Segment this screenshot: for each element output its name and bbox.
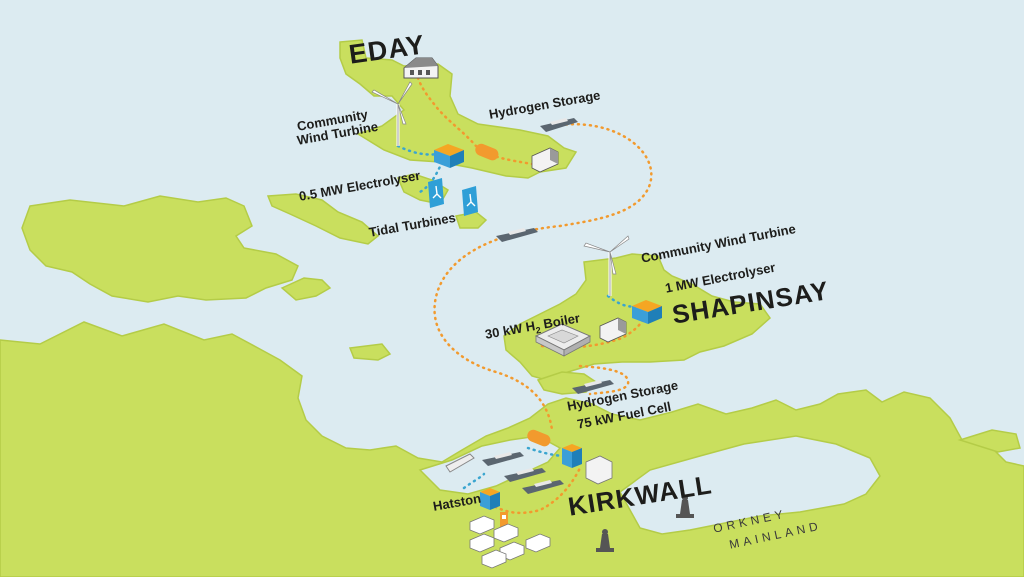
electrolyser-icon-2 (632, 300, 662, 324)
ferry-icon (540, 118, 578, 132)
lighthouse-icon (676, 495, 694, 518)
route-eday-inland (414, 70, 534, 166)
ferry-icon-6 (522, 480, 564, 494)
house-icon (403, 57, 439, 79)
route-kirkwall-hatston (488, 466, 582, 515)
islet-center (348, 343, 392, 361)
eastern-islet (957, 429, 1021, 453)
hatston-pier (445, 453, 475, 473)
cable-hatston (462, 472, 486, 490)
van-icon (469, 515, 551, 569)
ferry-icon-3 (572, 380, 614, 394)
lighthouse-icon-2 (596, 529, 614, 552)
ferry-icon-2 (496, 228, 538, 242)
cable-shapinsay-turbine (606, 294, 638, 308)
route-shapinsay-ferry (578, 364, 630, 396)
cable-electrolyser-tidal (418, 160, 444, 194)
west-islet-small (280, 277, 332, 301)
west-island-large (21, 195, 299, 303)
ferry-icon-4 (482, 452, 524, 466)
boiler-building-icon (534, 323, 592, 357)
islet-west-1 (266, 193, 380, 245)
kirkwall-building-icon (585, 455, 613, 485)
tidal-turbine-icon-2 (462, 186, 478, 216)
electrolyser-icon-3 (480, 488, 500, 510)
wind-turbine-icon (371, 81, 413, 146)
storage-tank-icon (475, 143, 499, 161)
fuel-cell-icon (562, 444, 582, 468)
electrolyser-icon (434, 144, 464, 168)
ferry-route-eday-kirkwall (433, 123, 653, 432)
fuel-pump-icon (500, 512, 508, 528)
ferry-icon-5 (504, 468, 546, 482)
islet-west-3 (455, 211, 488, 229)
storage-tank-icon-2 (527, 429, 551, 447)
truck-icon-2 (599, 317, 627, 343)
truck-icon (531, 147, 559, 173)
wind-turbine-icon-2 (583, 235, 630, 296)
tidal-turbine-icon (428, 178, 444, 208)
